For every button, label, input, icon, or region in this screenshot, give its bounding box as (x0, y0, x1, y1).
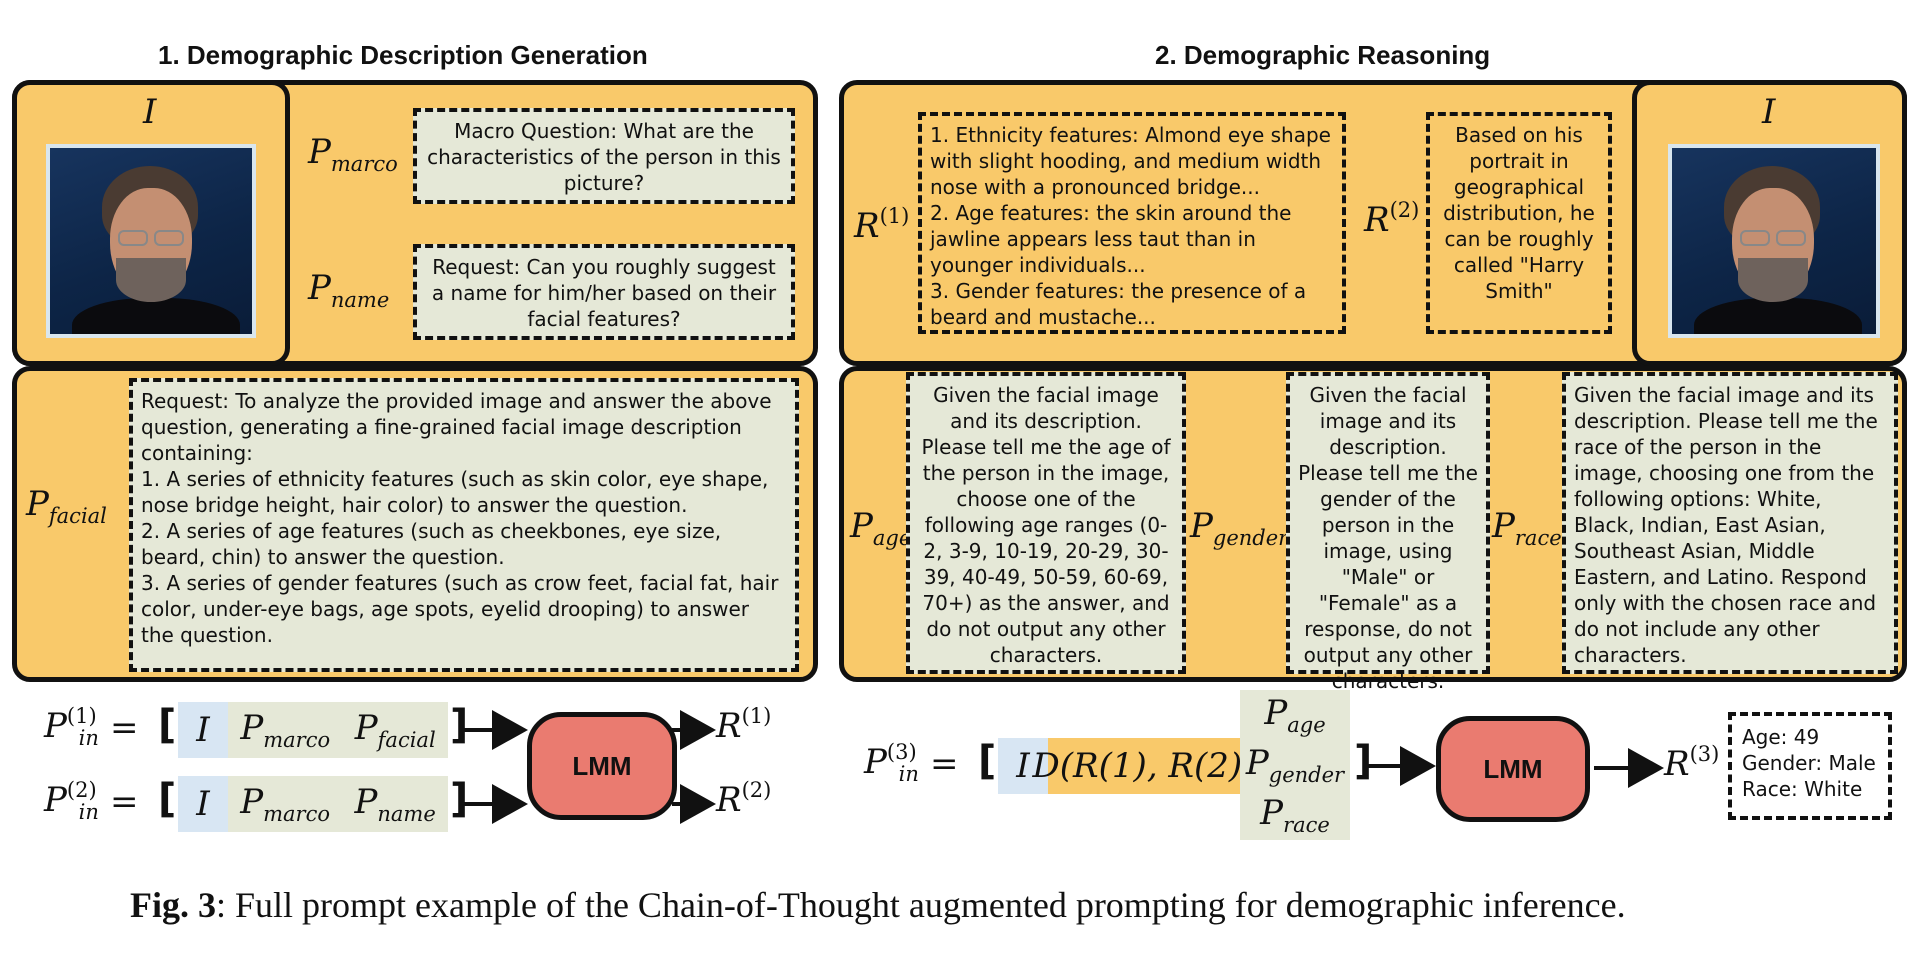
token-image-1: I (178, 702, 228, 758)
token-p-marco-2: Pmarco (240, 782, 331, 826)
facial-request-box: Request: To analyze the provided image a… (129, 378, 799, 672)
token-d-r1-r2: D(R(1), R(2)) (1033, 738, 1255, 794)
equals-1: = (110, 708, 139, 748)
token-image-3: I (998, 738, 1048, 794)
token-p-race: Prace (1260, 793, 1330, 837)
output-r1: R(1) (716, 704, 772, 746)
race-prompt-box: Given the facial image and its descripti… (1562, 372, 1898, 674)
name-request-box: Request: Can you roughly suggest a name … (413, 244, 795, 340)
result-box: Age: 49 Gender: Male Race: White (1728, 712, 1892, 820)
figure-caption: Fig. 3: Full prompt example of the Chain… (130, 884, 1626, 926)
label-pin1: P(1)in (44, 704, 99, 750)
label-p-race: Prace (1492, 506, 1562, 550)
token-p-name: Pname (354, 782, 436, 826)
section-title-description-generation: 1. Demographic Description Generation (158, 40, 648, 70)
token-image-2: I (178, 776, 228, 832)
output-r2: R(2) (716, 778, 772, 820)
open-bracket-3: [ (978, 738, 997, 784)
label-r2: R(2) (1364, 198, 1420, 240)
label-p-facial: Pfacial (26, 484, 107, 528)
section-title-demographic-reasoning: 2. Demographic Reasoning (1155, 40, 1491, 70)
r1-features-box: 1. Ethnicity features: Almond eye shape … (918, 112, 1346, 334)
output-r3: R(3) (1664, 742, 1720, 784)
caption-text: : Full prompt example of the Chain-of-Th… (216, 885, 1626, 925)
close-bracket-1: ] (450, 702, 469, 748)
token-marco-name: Pmarco Pname (228, 776, 448, 832)
portrait-image-2 (1668, 144, 1880, 338)
label-p-marco: Pmarco (308, 132, 398, 176)
label-pin3: P(3)in (864, 740, 919, 786)
token-stack-age-gender-race: Page Pgender Prace (1240, 690, 1350, 840)
age-prompt-box: Given the facial image and its descripti… (906, 372, 1186, 674)
result-age: Age: 49 (1742, 725, 1820, 749)
result-gender: Gender: Male (1742, 751, 1876, 775)
image-symbol-2: I (1762, 92, 1776, 132)
caption-label: Fig. 3 (130, 885, 216, 925)
token-p-marco-1: Pmarco (240, 708, 331, 752)
marco-question-box: Macro Question: What are the characteris… (413, 108, 795, 204)
close-bracket-2: ] (450, 776, 469, 822)
close-bracket-3: ] (1354, 738, 1373, 784)
lmm-block-1: LMM (527, 712, 677, 820)
label-p-age: Page (850, 506, 912, 550)
result-race: Race: White (1742, 777, 1863, 801)
open-bracket-2: [ (158, 776, 177, 822)
image-symbol-1: I (143, 92, 157, 132)
label-p-name: Pname (308, 268, 390, 312)
portrait-image-1 (46, 144, 256, 338)
token-p-age: Page (1264, 693, 1326, 737)
label-r1: R(1) (854, 204, 910, 246)
token-p-facial: Pfacial (354, 708, 436, 752)
r2-name-box: Based on his portrait in geographical di… (1426, 112, 1612, 334)
token-marco-facial: Pmarco Pfacial (228, 702, 448, 758)
equals-3: = (930, 744, 959, 784)
equals-2: = (110, 782, 139, 822)
label-pin2: P(2)in (44, 778, 99, 824)
token-p-gender: Pgender (1245, 743, 1345, 787)
label-p-gender: Pgender (1190, 506, 1289, 550)
lmm-block-2: LMM (1436, 716, 1590, 822)
open-bracket-1: [ (158, 702, 177, 748)
gender-prompt-box: Given the facial image and its descripti… (1286, 372, 1490, 693)
